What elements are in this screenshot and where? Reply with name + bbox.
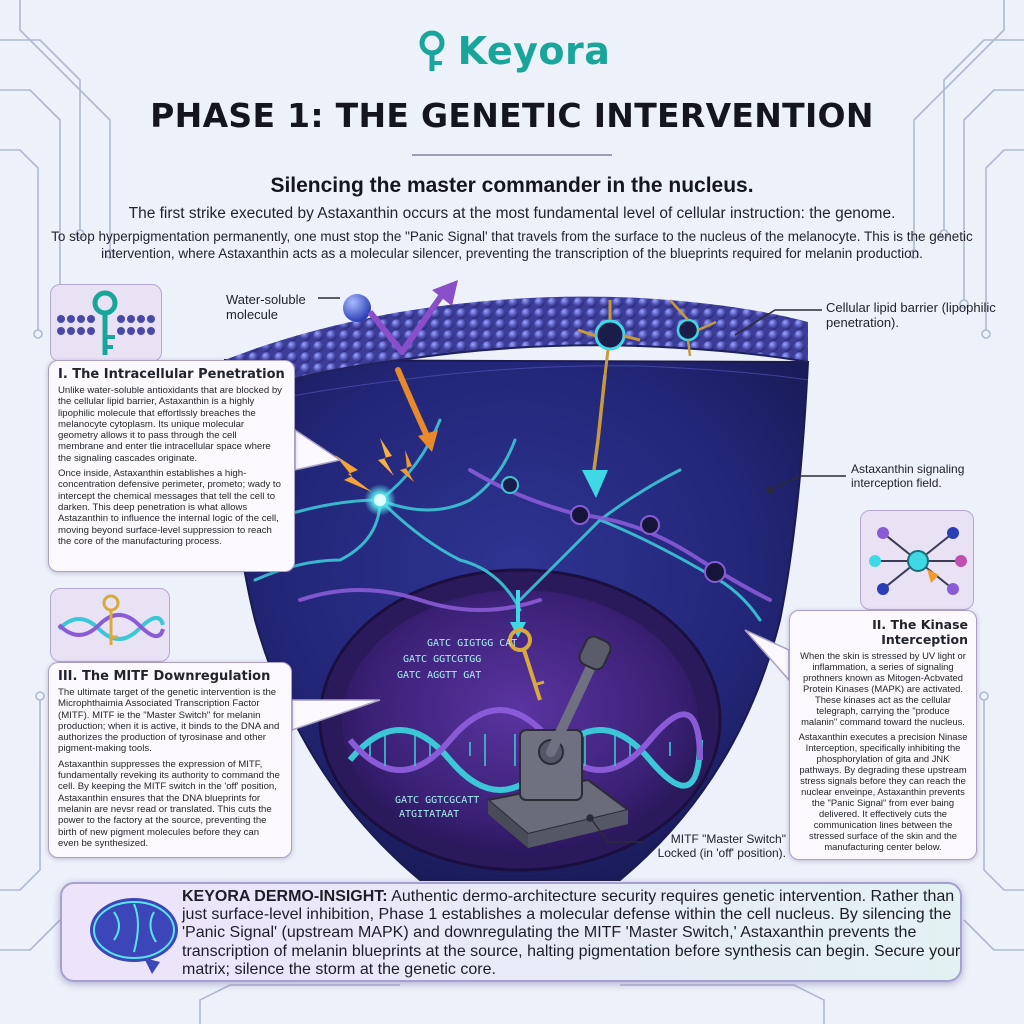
- panel-paragraph-1: When the skin is stressed by UV light or…: [800, 650, 966, 727]
- page-title: PHASE 1: THE GENETIC INTERVENTION: [150, 96, 874, 135]
- dna-sequence: GATC GGTCGTGG: [403, 654, 482, 665]
- page-subtitle: Silencing the master commander in the nu…: [270, 174, 754, 197]
- key-membrane-icon: [57, 290, 155, 355]
- dna-sequence: GATC GIGTGG CAT: [427, 638, 518, 649]
- dermo-insight-box: [60, 882, 962, 982]
- label-water-soluble: Water-soluble molecule: [226, 292, 306, 322]
- kinase-icon-box: [860, 510, 974, 610]
- panel-title: I. The Intracellular Penetration: [58, 367, 285, 382]
- insight-body: Authentic dermo-architecture security re…: [182, 888, 961, 978]
- panel-paragraph-2: Astaxanthin executes a precision Ninase …: [798, 731, 968, 852]
- label-signaling-field: Astaxanthin signaling interception field…: [851, 462, 965, 490]
- dna-sequence: GATC GGTCGCATT: [395, 795, 480, 806]
- panel-title: II. The Kinase Interception: [872, 617, 968, 647]
- panel-intracellular-penetration: I. The Intracellular Penetration Unlike …: [48, 360, 295, 572]
- panel-paragraph-1: Unlike water-soluble antioxidants that a…: [58, 385, 282, 464]
- dna-sequence-list-lower: GATC GGTCGCATT ATGITATAAT: [395, 794, 535, 822]
- panel-title: III. The MITF Downregulation: [58, 669, 271, 684]
- keyora-key-icon: [419, 30, 445, 71]
- brain-icon: [90, 898, 178, 974]
- dna-sequence: ATGITATAAT: [399, 809, 460, 820]
- label-master-switch: MITF "Master Switch" Locked (in 'off' po…: [657, 832, 786, 860]
- panel-paragraph-1: The ultimate target of the genetic inter…: [58, 687, 280, 755]
- panel-mitf-downregulation: III. The MITF Downregulation The ultimat…: [48, 662, 292, 858]
- label-lipid-barrier: Cellular lipid barrier (lipophilic penet…: [826, 300, 996, 330]
- intro-line-1: The first strike executed by Astaxanthin…: [128, 205, 896, 222]
- insight-label: KEYORA DERMO-INSIGHT:: [182, 888, 388, 905]
- intro-line-2: To stop hyperpigmentation permanently, o…: [51, 229, 973, 261]
- dna-sequence: GATC AGGTT GAT: [397, 670, 482, 681]
- brand-logo: Keyora: [0, 26, 1024, 76]
- panel-paragraph-2: Astaxanthin suppresses the expression of…: [58, 758, 280, 849]
- dna-sequence-list: GATC GIGTGG CAT GATC GGTCGTGG GATC AGGTT…: [395, 636, 555, 684]
- panel-paragraph-2: Once inside, Astaxanthin establishes a h…: [58, 468, 281, 547]
- dermo-insight-text: KEYORA DERMO-INSIGHT: Authentic dermo-ar…: [182, 888, 962, 979]
- dna-key-icon: [57, 594, 165, 645]
- mitf-icon-box: [50, 588, 170, 662]
- panel-kinase-interception: II. The Kinase Interception When the ski…: [789, 610, 977, 860]
- penetration-icon-box: [50, 284, 162, 362]
- brand-name: Keyora: [457, 29, 611, 73]
- title-divider: [412, 154, 612, 156]
- kinase-network-icon: [869, 527, 967, 595]
